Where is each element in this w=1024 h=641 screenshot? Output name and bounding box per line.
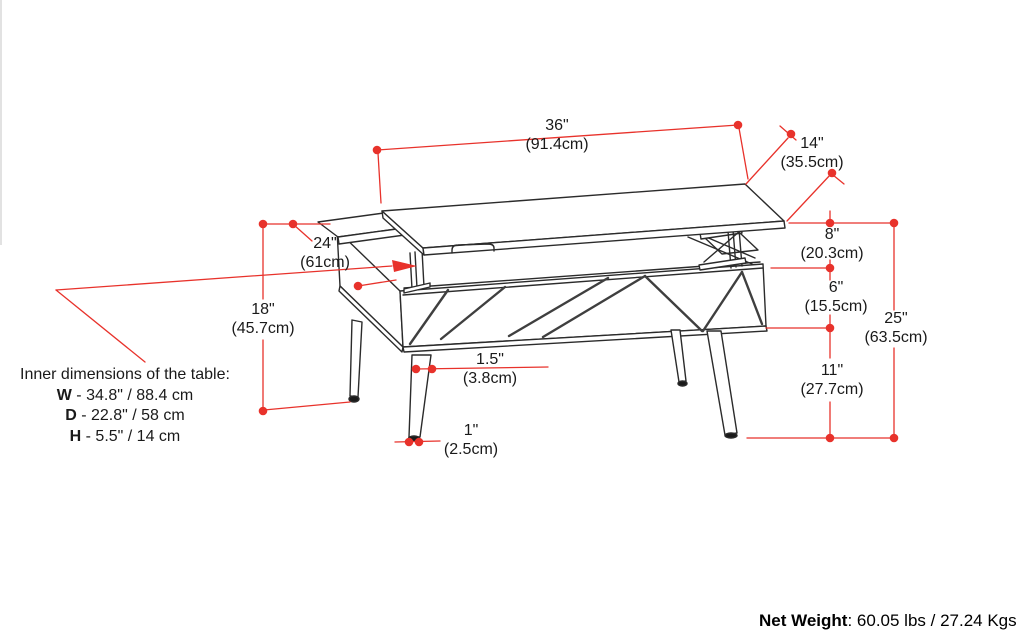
inner-dimension-row: D - 22.8" / 58 cm [65, 407, 185, 424]
handle-notch [451, 243, 495, 254]
leg-back-right [670, 329, 687, 383]
lift-mechanism-right [698, 226, 747, 271]
leader-line [55, 265, 393, 291]
net-weight: Net Weight: 60.05 lbs / 27.24 Kgs [759, 611, 1017, 631]
label-box-height: 6" (15.5cm) [804, 279, 868, 315]
front-panel-rim [402, 267, 764, 296]
label-lift-height: 8" (20.3cm) [800, 226, 864, 262]
label-side-height: 18" (45.7cm) [231, 301, 295, 337]
lift-mechanism-left [403, 249, 431, 294]
leader-arrow-icon [392, 260, 417, 272]
dim-line-14 [745, 137, 789, 185]
dimension-endpoints [258, 120, 899, 447]
net-weight-value: : 60.05 lbs / 27.24 Kgs [847, 611, 1017, 630]
inner-dimensions-title: Inner dimensions of the table: [20, 366, 230, 383]
inner-dimensions-note: Inner dimensions of the table: W - 34.8"… [20, 365, 230, 447]
label-top-width: 36" (91.4cm) [525, 117, 589, 153]
dimension-overlay [55, 124, 895, 443]
leg-front-left [408, 354, 432, 438]
front-panel-pattern [408, 270, 764, 346]
leg-foot [677, 380, 688, 387]
leg-front-right [706, 330, 738, 436]
label-table-depth: 24" (61cm) [300, 235, 350, 271]
label-leg-top-width: 1.5" (3.8cm) [462, 351, 518, 387]
base-left-bottom-strip [338, 285, 404, 353]
label-leg-foot-width: 1" (2.5cm) [443, 422, 499, 458]
top-plank-front-edge [422, 220, 786, 256]
label-top-depth: 14" (35.5cm) [780, 135, 844, 171]
net-weight-label: Net Weight [759, 611, 848, 630]
label-total-height: 25" (63.5cm) [864, 310, 928, 346]
leader-line [55, 289, 146, 363]
inner-dimension-row: H - 5.5" / 14 cm [69, 427, 181, 445]
inner-dimension-row: W - 34.8" / 88.4 cm [56, 386, 194, 404]
leg-back-left [349, 319, 363, 398]
dim-line-1-5 [415, 366, 549, 370]
label-leg-height: 11" (27.7cm) [800, 362, 864, 398]
table-illustration [317, 183, 786, 442]
leg-foot [348, 395, 360, 403]
dim-line-36 [376, 124, 739, 151]
leg-foot [724, 432, 738, 439]
